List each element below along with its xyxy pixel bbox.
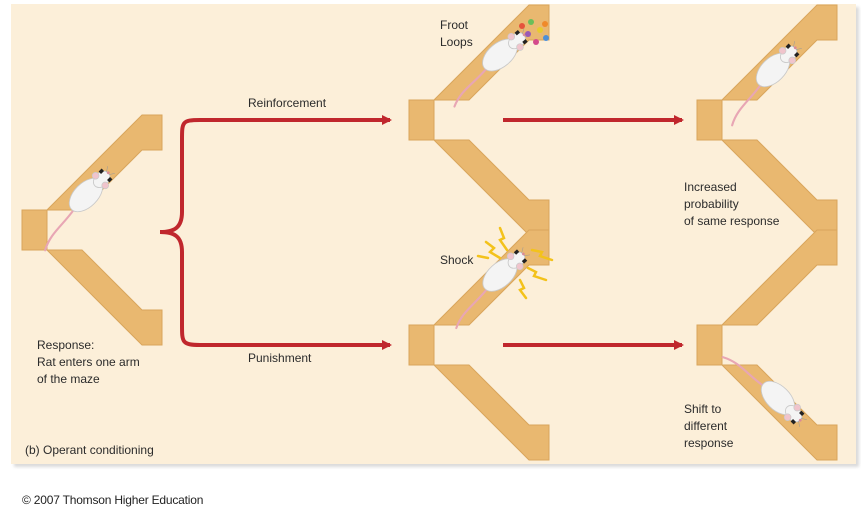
reinforcement-label: Reinforcement xyxy=(248,96,327,110)
copyright-notice: © 2007 Thomson Higher Education xyxy=(22,493,204,507)
y-maze-icon xyxy=(21,114,163,346)
response-label: Response: Rat enters one arm of the maze xyxy=(37,338,140,386)
shock-label: Shock xyxy=(440,253,474,267)
rat-icon xyxy=(715,35,808,128)
brace-icon xyxy=(159,118,201,347)
figure-caption: (b) Operant conditioning xyxy=(25,443,154,457)
rat-icon xyxy=(720,340,813,433)
cereal-icon xyxy=(519,19,549,45)
increased-probability-label: Increased probability of same response xyxy=(684,180,780,228)
shift-response-label: Shift to different response xyxy=(684,402,734,450)
froot-loops-label: Froot Loops xyxy=(440,18,473,49)
diagram-panel xyxy=(11,4,856,464)
punishment-label: Punishment xyxy=(248,351,312,365)
shock-spark-icon xyxy=(476,226,554,300)
